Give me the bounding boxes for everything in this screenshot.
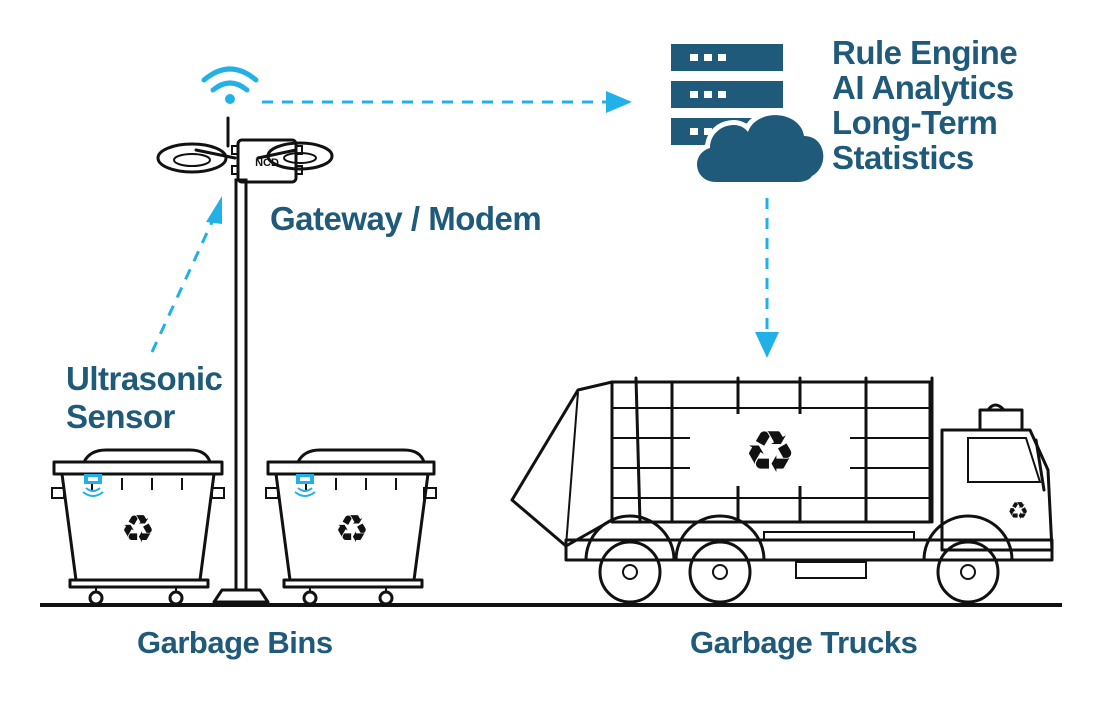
gateway-modem-device: NCD [226, 116, 303, 184]
sensor-label-line-2: Sensor [66, 398, 176, 435]
cloud-label-line-3: Long-Term [832, 104, 997, 141]
cloud-label-line-4: Statistics [832, 139, 974, 176]
gateway-to-cloud-link [262, 91, 632, 113]
recycle-icon: ♻ [121, 507, 155, 551]
recycle-icon: ♻ [744, 418, 796, 486]
bins-label: Garbage Bins [137, 625, 333, 660]
cloud-icon [692, 110, 829, 187]
cloud-to-truck-link [755, 198, 779, 358]
trucks-label: Garbage Trucks [690, 625, 917, 660]
gateway-label: Gateway / Modem [270, 200, 541, 237]
ultrasonic-sensor-icon [294, 474, 316, 497]
garbage-truck [510, 376, 1054, 604]
cloud-label-line-2: AI Analytics [832, 69, 1014, 106]
recycle-icon: ♻ [1007, 497, 1029, 525]
garbage-bin [51, 448, 225, 606]
ultrasonic-sensor-icon [82, 474, 104, 497]
modem-logo: NCD [255, 157, 279, 169]
cloud-services-label: Rule Engine AI Analytics Long-Term Stati… [832, 34, 1018, 176]
sensor-label: Ultrasonic Sensor [66, 360, 223, 435]
garbage-bin [265, 448, 437, 606]
sensor-label-line-1: Ultrasonic [66, 360, 223, 397]
cloud-label-line-1: Rule Engine [832, 34, 1017, 71]
sensor-to-gateway-link [150, 196, 222, 353]
recycle-icon: ♻ [335, 507, 369, 551]
wifi-icon [201, 66, 259, 104]
